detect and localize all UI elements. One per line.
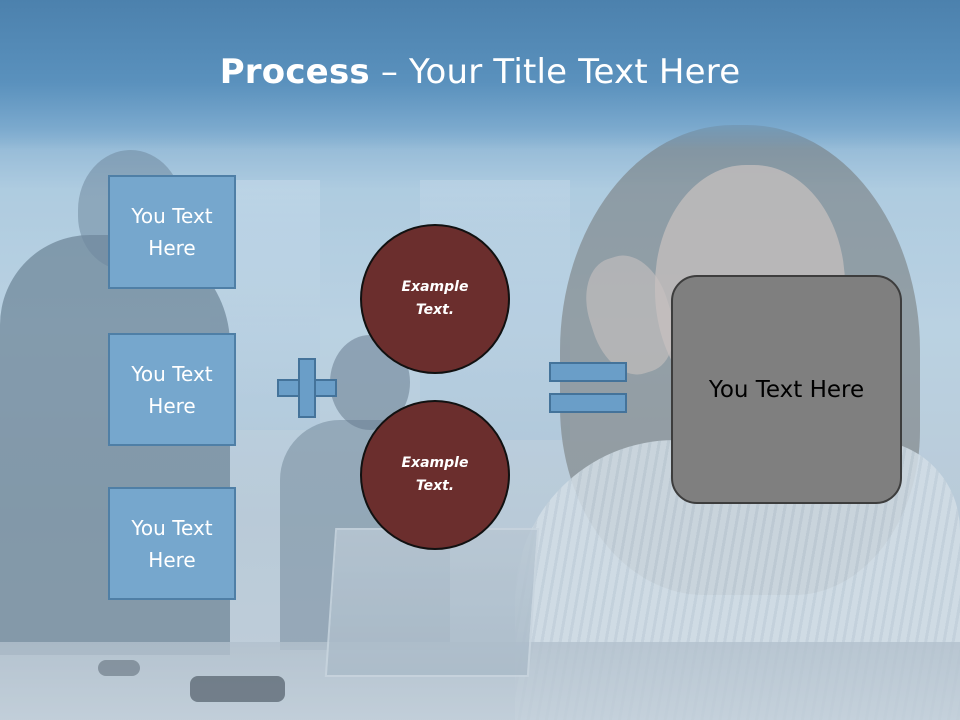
title-bold: Process xyxy=(219,52,370,92)
example-circle-2[interactable]: Example Text. xyxy=(360,400,510,550)
example-circle-1[interactable]: Example Text. xyxy=(360,224,510,374)
result-box[interactable]: You Text Here xyxy=(671,275,902,504)
equals-icon[interactable] xyxy=(549,362,627,414)
plus-icon[interactable] xyxy=(277,358,337,418)
title-rest: – Your Title Text Here xyxy=(369,52,741,92)
step-box-label: You Text Here xyxy=(131,204,213,260)
example-circle-label: Example Text. xyxy=(401,279,469,318)
slide-title[interactable]: Process – Your Title Text Here xyxy=(0,52,960,92)
step-box-3[interactable]: You Text Here xyxy=(108,487,236,600)
background-phone xyxy=(190,676,285,702)
plus-center xyxy=(300,381,314,395)
equals-bottom-bar xyxy=(549,393,627,413)
background-mouse xyxy=(98,660,140,676)
step-box-1[interactable]: You Text Here xyxy=(108,175,236,289)
step-box-2[interactable]: You Text Here xyxy=(108,333,236,446)
step-box-label: You Text Here xyxy=(131,515,213,572)
title-bar: Process – Your Title Text Here xyxy=(0,0,960,150)
equals-top-bar xyxy=(549,362,627,382)
example-circle-label: Example Text. xyxy=(401,455,469,494)
step-box-label: You Text Here xyxy=(131,361,213,418)
result-box-label: You Text Here xyxy=(708,376,865,403)
